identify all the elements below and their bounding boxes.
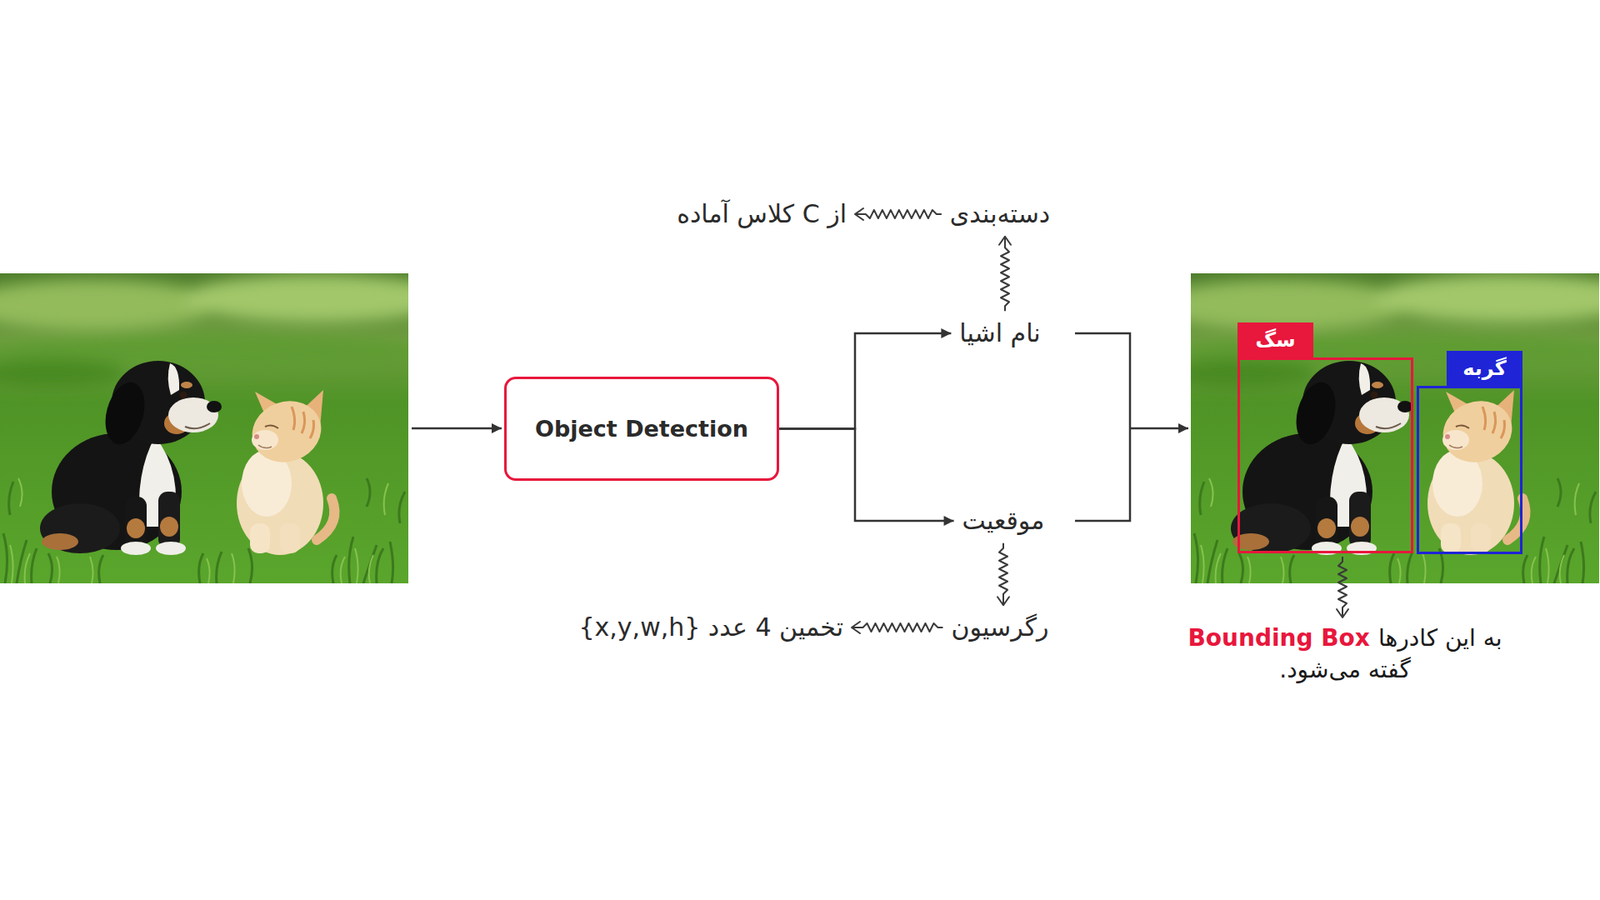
zigzag-line	[999, 543, 1008, 606]
class-tag: گربه	[1446, 350, 1523, 386]
flow-arrow	[779, 333, 951, 430]
term-label: دسته‌بندی	[950, 198, 1050, 230]
zigzag-arrow	[999, 236, 1011, 312]
output-term: نام اشیا	[954, 314, 1045, 353]
term-label: موقعیت	[962, 505, 1045, 537]
input-photo	[0, 273, 450, 584]
caption-text: به این کادرها	[1378, 624, 1503, 652]
arrow-head	[855, 208, 864, 220]
zigzag-arrow	[1336, 556, 1349, 618]
connector-line	[779, 333, 951, 430]
arrow-head	[1336, 609, 1349, 618]
caption-note: به این کادرها Bounding Boxگفته می‌شود.	[1184, 620, 1505, 688]
box-title: Object Detection	[535, 415, 749, 442]
bounding-box: سگ	[1237, 357, 1414, 554]
zigzag-arrow	[997, 543, 1010, 606]
arrow-head	[999, 236, 1011, 245]
output-arrow	[1130, 427, 1189, 430]
connector-line	[779, 429, 955, 522]
highlight-term: Bounding Box	[1187, 624, 1370, 652]
arrow-head	[851, 621, 860, 634]
zigzag-line	[1338, 556, 1347, 618]
merge-bracket	[1075, 333, 1130, 521]
output-term: موقعیت	[957, 501, 1050, 540]
zigzag-line	[1000, 236, 1010, 312]
arrow-head	[997, 596, 1010, 605]
term-label: از C کلاس آماده	[676, 198, 847, 230]
method-term: رگرسیون	[945, 608, 1054, 647]
class-tag: سگ	[1237, 322, 1314, 358]
zigzag-arrow	[855, 208, 942, 220]
flow-arrow	[779, 429, 955, 522]
term-label: رگرسیون	[950, 611, 1049, 644]
detail-term: تخمین 4 عدد {x,y,w,h}	[573, 608, 849, 647]
term-label: نام اشیا	[959, 317, 1040, 350]
output-photo	[1157, 273, 1600, 584]
input-arrow	[411, 427, 502, 430]
zigzag-arrow	[851, 621, 943, 634]
zigzag-line	[851, 623, 943, 632]
process-box: Object Detection	[504, 376, 780, 481]
detail-term: از C کلاس آماده	[671, 195, 852, 234]
bounding-box: گربه	[1416, 385, 1523, 555]
caption-text: گفته می‌شود.	[1187, 654, 1502, 686]
method-term: دسته‌بندی	[945, 195, 1055, 234]
zigzag-line	[855, 210, 942, 219]
term-label: تخمین 4 عدد {x,y,w,h}	[578, 611, 844, 644]
